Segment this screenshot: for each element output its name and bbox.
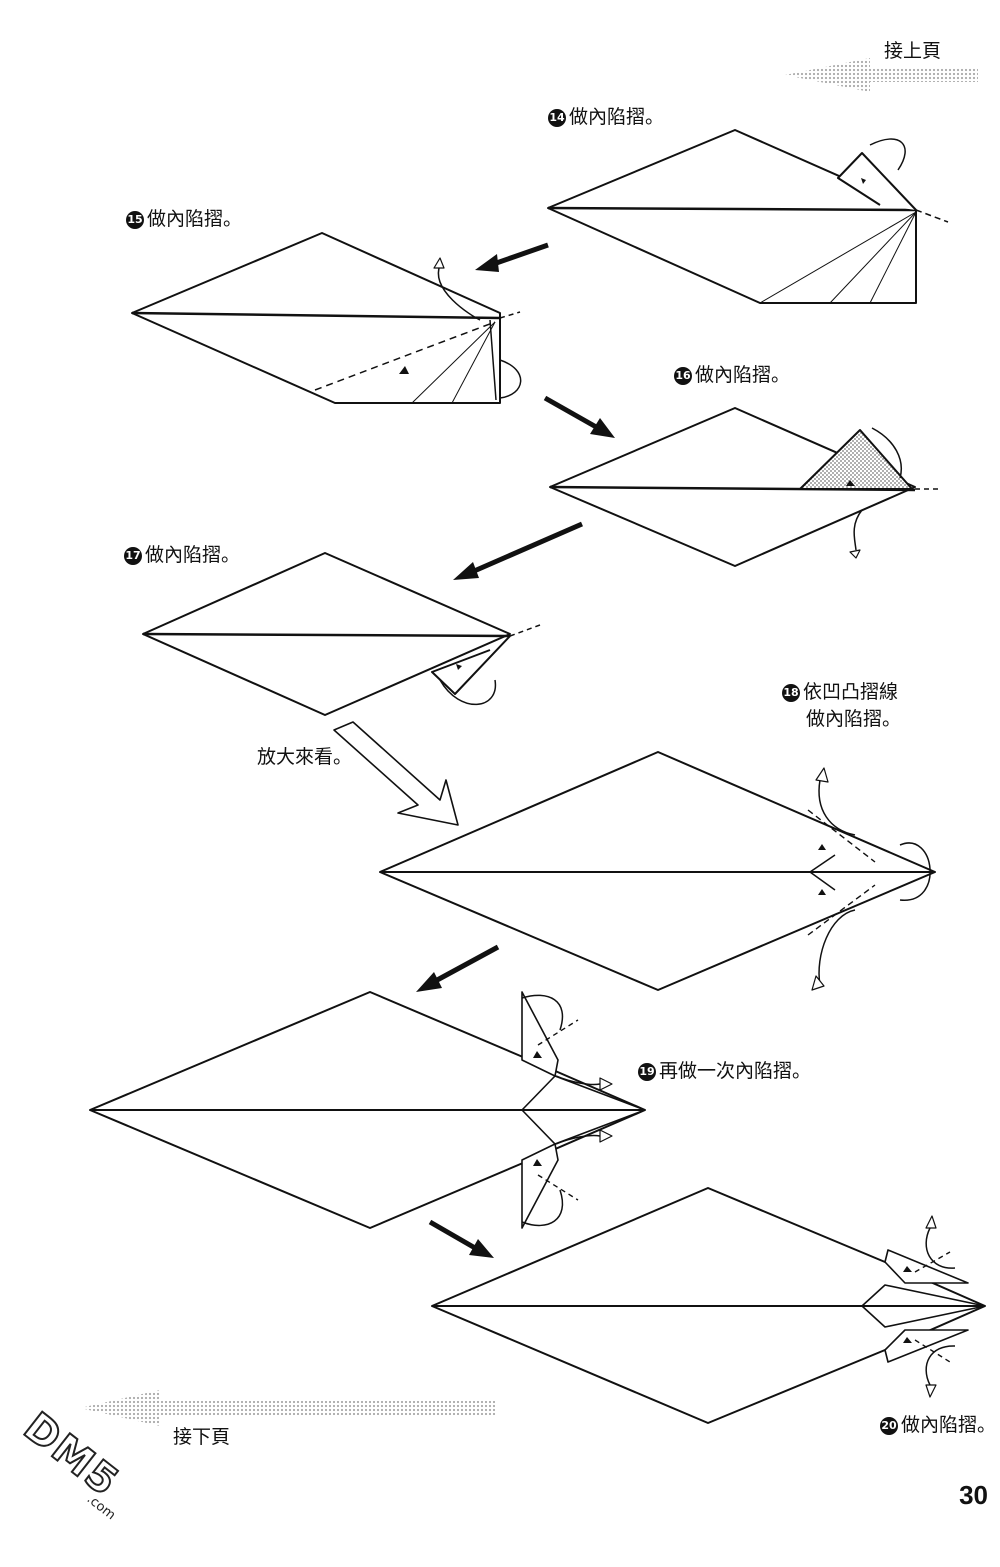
step-16-text: 做內陷摺。	[695, 364, 791, 386]
step-17-number: 17	[124, 547, 142, 565]
continued-from-label: 接上頁	[884, 40, 942, 62]
step-18-text-line1: 依凹凸摺線	[803, 681, 899, 703]
step-20-figure	[431, 1187, 986, 1424]
arrow-19-to-20	[428, 1219, 484, 1255]
step-16-figure	[549, 407, 940, 567]
zoom-arrow	[333, 721, 459, 826]
page-number: 30	[959, 1480, 988, 1510]
step-18-label-line2: 做內陷摺。	[806, 708, 902, 730]
step-19-text: 再做一次內陷摺。	[659, 1060, 812, 1082]
arrow-18-to-19	[426, 944, 500, 988]
step-18-figure	[379, 751, 936, 991]
step-17-text: 做內陷摺。	[145, 544, 241, 566]
step-19-number: 19	[638, 1063, 656, 1081]
step-19-figure	[89, 991, 646, 1229]
zoom-note: 放大來看。	[257, 746, 353, 768]
step-20-number: 20	[880, 1417, 898, 1435]
arrow-16-to-17	[464, 521, 583, 578]
step-16-number: 16	[674, 367, 692, 385]
continued-from-arrow	[785, 58, 978, 92]
step-15-figure	[131, 232, 522, 404]
continued-to-label: 接下頁	[173, 1426, 231, 1448]
continued-to-arrow	[80, 1390, 495, 1426]
step-15-text: 做內陷摺。	[147, 208, 243, 230]
step-14-text: 做內陷摺。	[569, 106, 665, 128]
step-14-number: 14	[548, 109, 566, 127]
step-15-number: 15	[126, 211, 144, 229]
step-14-figure	[547, 129, 949, 304]
step-20-text: 做內陷摺。	[901, 1414, 997, 1436]
step-17-figure	[142, 552, 541, 716]
step-18-number: 18	[782, 684, 800, 702]
